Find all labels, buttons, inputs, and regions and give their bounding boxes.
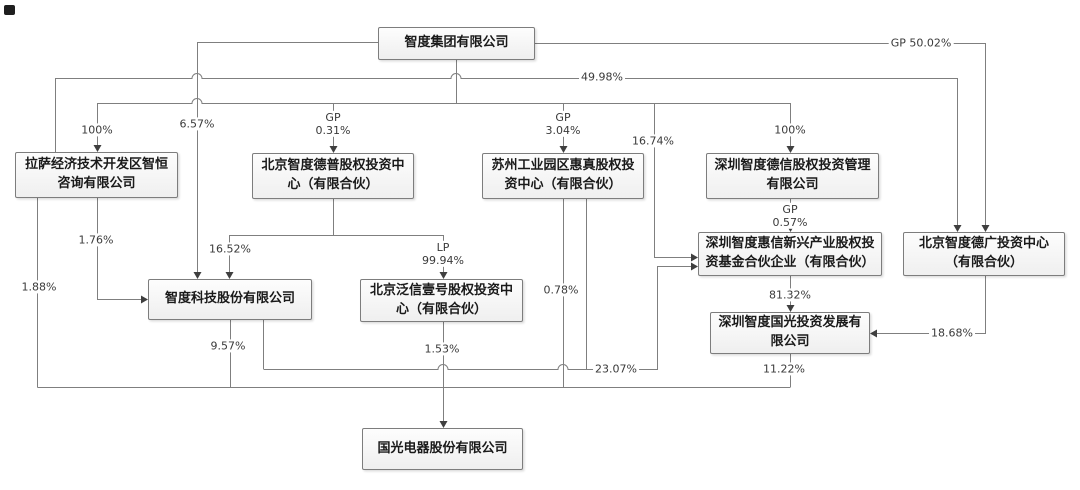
arrowhead-deguang-top-4998: [953, 225, 962, 232]
arrowhead-tech-left-176: [141, 295, 148, 304]
arrowhead-tech-top-657: [193, 272, 202, 279]
edge-line-bus-b2: [263, 266, 692, 370]
edge-label-100-dexin: 100%: [772, 123, 808, 137]
edge-label-4998: 49.98%: [579, 70, 625, 84]
node-lasa-zhiheng: 拉萨经济技术开发区智恒咨询有限公司: [15, 152, 178, 198]
arrowhead-fanxin-top: [439, 272, 448, 279]
arrowhead-tech-top-1652: [225, 272, 234, 279]
edge-line-1674: [654, 103, 692, 258]
node-shenzhen-dexin: 深圳智度德信股权投资管理有限公司: [706, 153, 879, 199]
edge-label-2307: 23.07%: [593, 362, 639, 376]
edge-label-lp-9994-pct: 99.94%: [422, 254, 464, 267]
arrowhead-huixin-left-1674: [691, 253, 698, 262]
edge-label-8132: 81.32%: [767, 288, 813, 302]
edge-label-100-lasa: 100%: [79, 123, 115, 137]
edge-line-1868: [877, 276, 986, 334]
arrowhead-gginvest-top: [786, 305, 795, 312]
edge-line-bus-b1: [97, 98, 791, 104]
edge-label-gp-031: GP 0.31%: [313, 110, 353, 138]
corner-artifact: [4, 5, 15, 15]
edge-label-gp-031-role: GP: [325, 110, 341, 124]
node-shenzhen-huixin-fund: 深圳智度惠信新兴产业股权投资基金合伙企业（有限合伙）: [698, 232, 882, 276]
node-guoguang-electric: 国光电器股份有限公司: [362, 428, 523, 470]
node-suzhou-huizhen: 苏州工业园区惠真股权投资中心（有限合伙）: [482, 153, 644, 199]
node-shenzhen-guoguang-invest: 深圳智度国光投资发展有限公司: [710, 312, 870, 354]
edge-label-lp-9994-role: LP: [436, 240, 450, 254]
edge-line-176: [97, 198, 141, 300]
edge-label-078: 0.78%: [541, 283, 581, 297]
edge-label-153: 1.53%: [422, 342, 462, 356]
node-zhidu-group: 智度集团有限公司: [378, 27, 535, 60]
node-beijing-depu: 北京智度德普股权投资中心（有限合伙）: [252, 153, 414, 199]
edge-label-1122: 11.22%: [761, 362, 807, 376]
arrowhead-suzhou-top: [559, 146, 568, 153]
edge-label-176: 1.76%: [76, 233, 116, 247]
node-beijing-fanxin: 北京泛信壹号股权投资中心（有限合伙）: [360, 279, 523, 322]
arrowhead-lasa-top: [93, 145, 102, 152]
node-zhidu-tech: 智度科技股份有限公司: [148, 279, 312, 320]
edge-label-gp-031-pct: 0.31%: [315, 124, 351, 137]
edge-line-bus-b0: [55, 73, 958, 79]
edge-line-657: [197, 42, 378, 272]
edge-label-1652: 16.52%: [207, 242, 253, 256]
arrowhead-ggelectric-top: [439, 421, 448, 428]
arrowhead-huixin-left-2307: [691, 262, 698, 271]
arrowhead-gginvest-right: [870, 329, 877, 338]
edge-label-gp-5002: GP 50.02%: [888, 36, 954, 50]
arrowhead-dexin-top: [786, 146, 795, 153]
edge-label-1674: 16.74%: [630, 134, 676, 148]
edge-label-gp-304-pct: 3.04%: [545, 124, 581, 137]
edge-label-gp-057: GP 0.57%: [770, 202, 810, 230]
arrowhead-depu-top: [329, 146, 338, 153]
edge-label-gp-057-pct: 0.57%: [772, 216, 808, 229]
edge-label-gp-304-role: GP: [555, 110, 571, 124]
edge-label-188: 1.88%: [19, 280, 59, 294]
edge-label-657: 6.57%: [177, 117, 217, 131]
arrowhead-deguang-top-5002: [981, 225, 990, 232]
edge-label-1868: 18.68%: [929, 326, 975, 340]
edge-label-lp-9994: LP 99.94%: [420, 240, 466, 268]
edge-line-gp5002: [535, 43, 986, 225]
edge-label-gp-057-role: GP: [782, 202, 798, 216]
node-beijing-deguang: 北京智度德广投资中心（有限合伙）: [903, 232, 1065, 276]
edge-label-gp-304: GP 3.04%: [543, 110, 583, 138]
edge-label-957: 9.57%: [208, 339, 248, 353]
